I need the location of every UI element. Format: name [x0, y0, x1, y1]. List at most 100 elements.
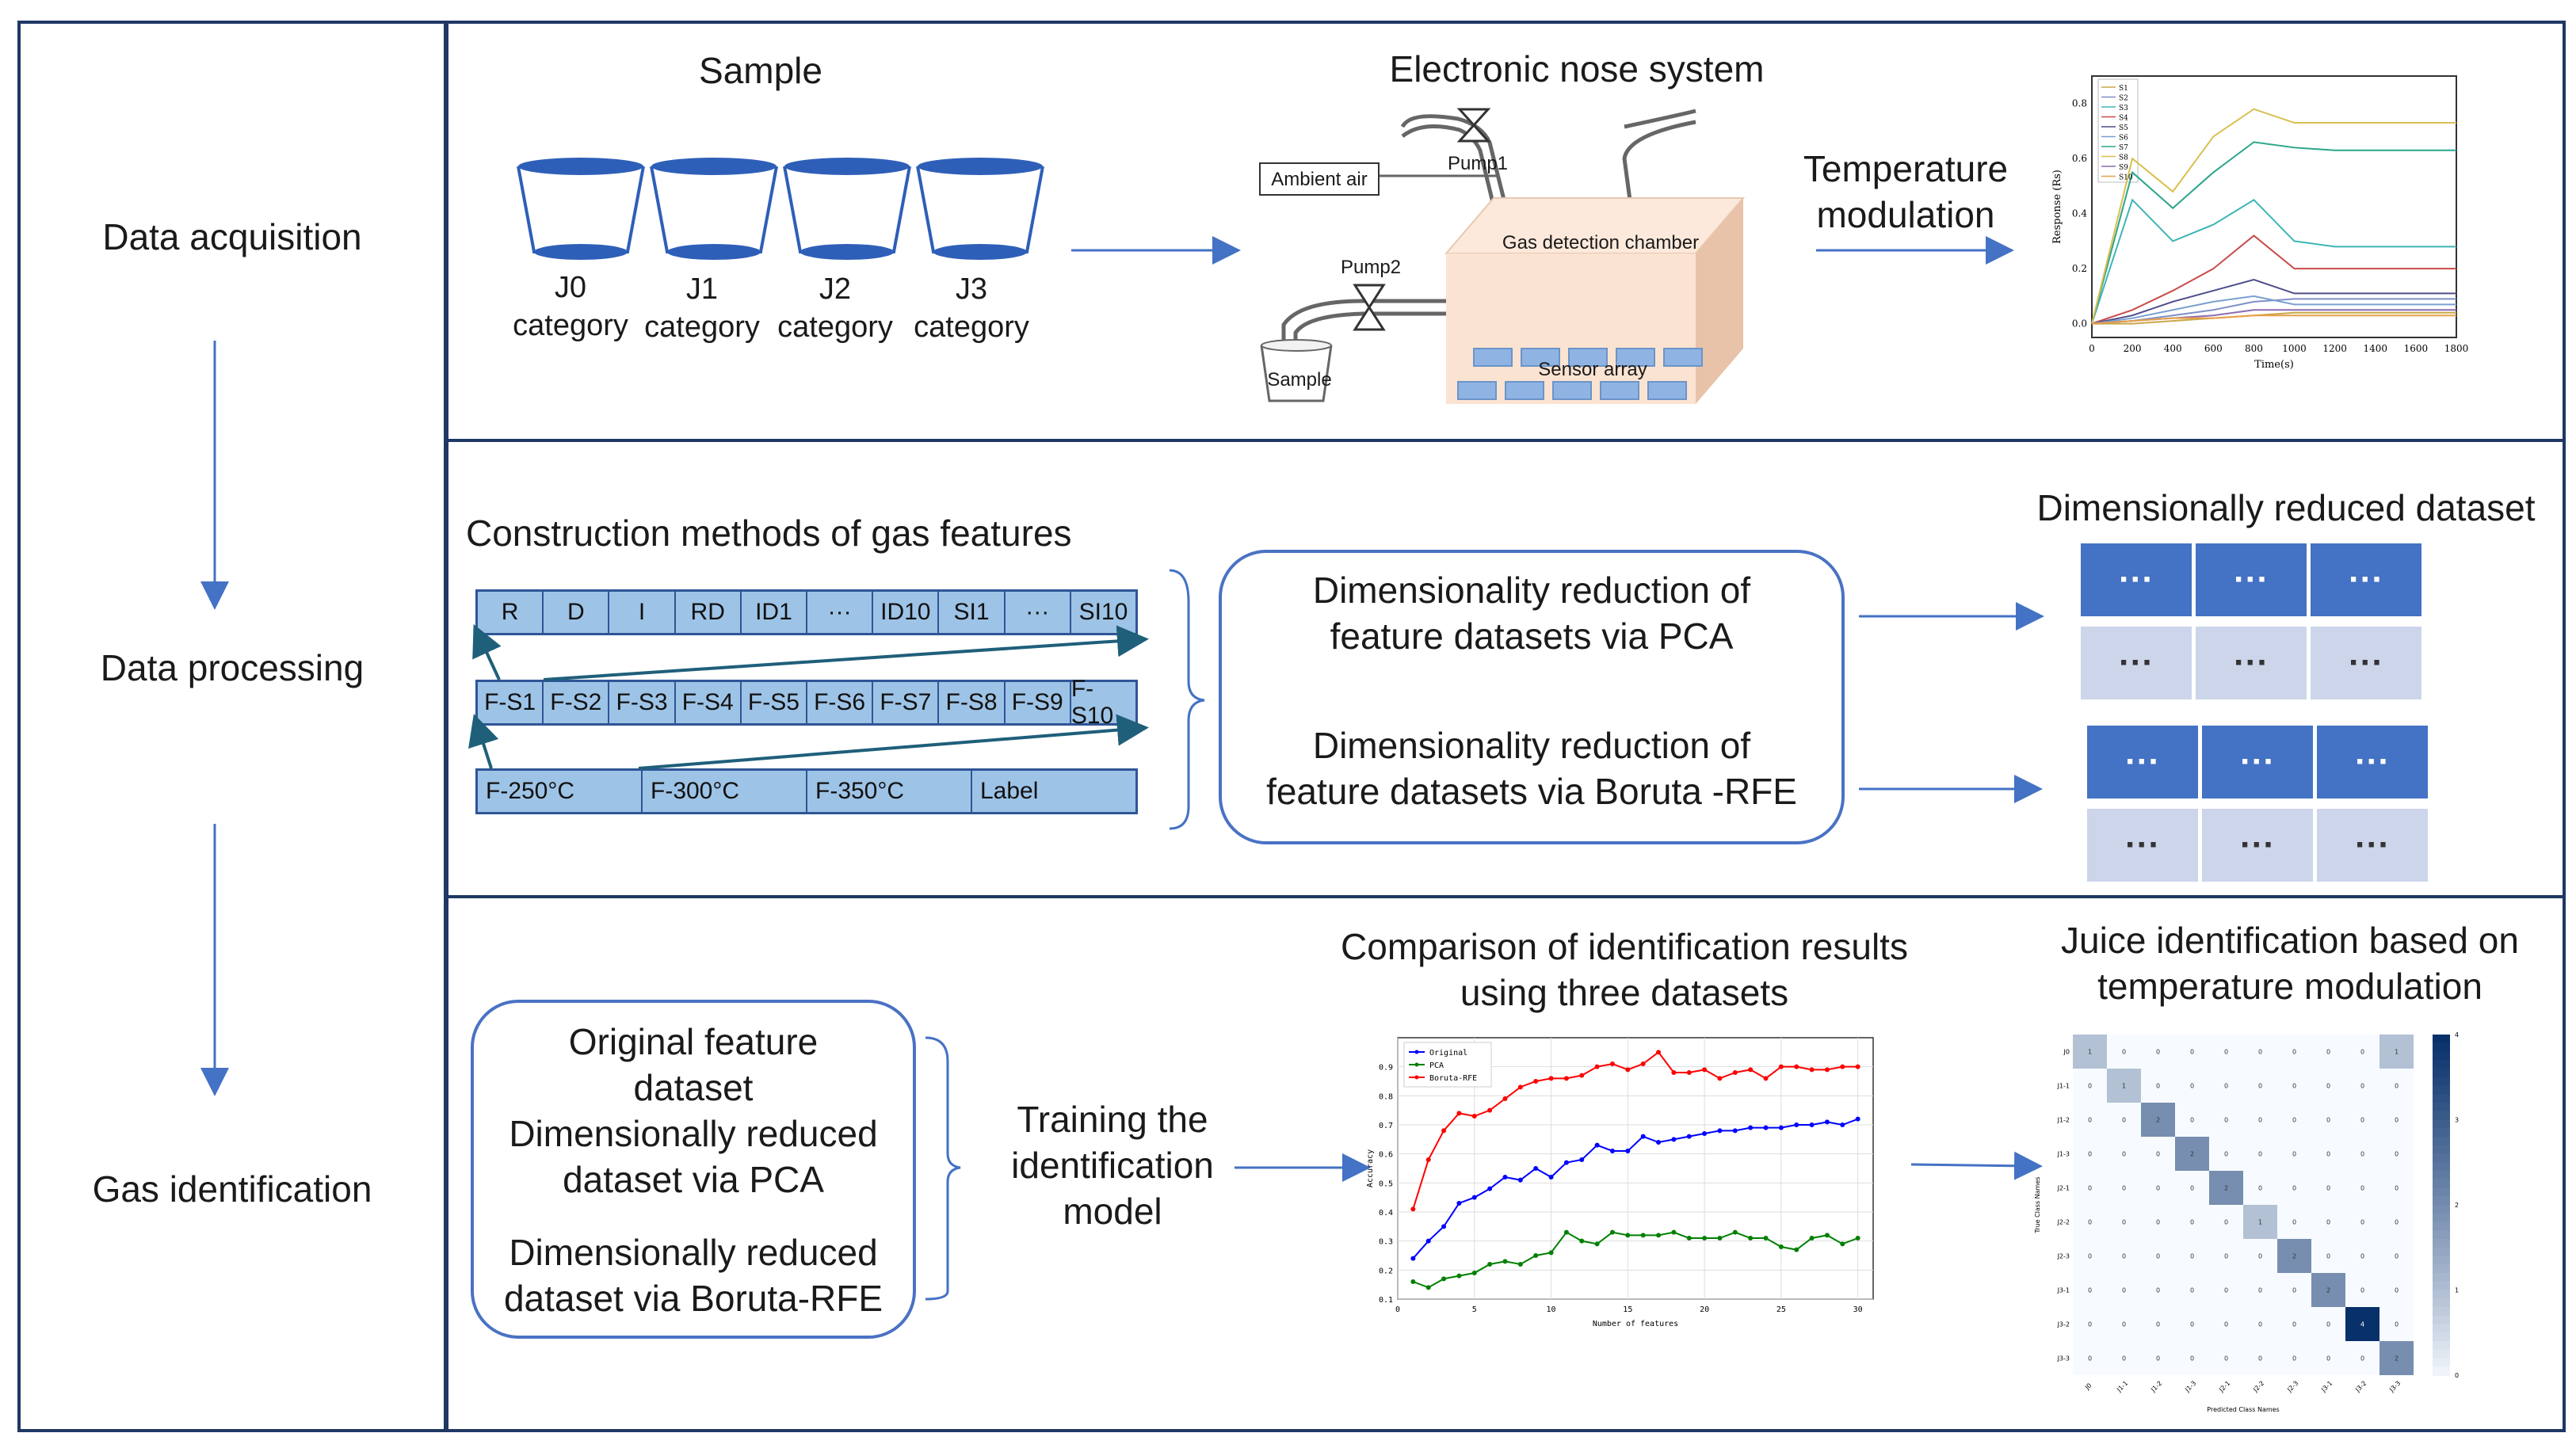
legend-label: S10 — [2119, 174, 2133, 182]
data-point — [1487, 1107, 1493, 1113]
cell-value: 0 — [2122, 1253, 2126, 1260]
feature-cell: F-300°C — [643, 771, 807, 812]
matrix-cell — [2311, 1137, 2345, 1171]
colorbar-tick: 2 — [2455, 1202, 2459, 1209]
reduced-cell: ··· — [2202, 809, 2313, 882]
legend-label: S6 — [2119, 135, 2128, 143]
dataset-original-line2: dataset — [633, 1067, 754, 1108]
colorbar-segment — [2433, 1341, 2450, 1351]
col-label: J2-2 — [2251, 1380, 2265, 1394]
cell-value: 0 — [2292, 1151, 2296, 1158]
tick-label: 20 — [1700, 1305, 1709, 1314]
col-label: J1-1 — [2115, 1380, 2129, 1394]
datasets-box — [471, 1000, 916, 1339]
feature-cell: F-S5 — [742, 682, 808, 723]
feature-row-indicators: R D I RD ID1 ··· ID10 SI1 ··· SI10 — [475, 589, 1138, 635]
cell-value: 0 — [2224, 1321, 2228, 1328]
colorbar-segment — [2433, 1290, 2450, 1300]
cell-value: 0 — [2360, 1219, 2364, 1226]
tick-label: 10 — [1547, 1305, 1556, 1314]
legend-label: S9 — [2119, 164, 2128, 172]
data-point — [1563, 1076, 1569, 1081]
matrix-cell — [2107, 1035, 2141, 1069]
data-point — [1809, 1236, 1815, 1240]
cell-value: 0 — [2190, 1321, 2194, 1328]
matrix-cell — [2107, 1307, 2141, 1341]
category-j3-label: category — [914, 311, 1029, 344]
matrix-cell — [2141, 1171, 2175, 1205]
tick-label: 0.7 — [1379, 1122, 1393, 1130]
cell-value: 2 — [2292, 1253, 2296, 1260]
cell-value: 0 — [2326, 1083, 2330, 1090]
colorbar-segment — [2433, 1247, 2450, 1257]
cell-value: 0 — [2088, 1083, 2092, 1090]
data-point — [1671, 1070, 1677, 1075]
data-point — [1471, 1195, 1477, 1200]
cell-value: 0 — [2360, 1117, 2364, 1124]
cell-value: 2 — [2156, 1117, 2160, 1124]
juice-title-line2: temperature modulation — [2097, 966, 2483, 1007]
data-point — [1410, 1279, 1416, 1284]
matrix-cell — [2175, 1205, 2209, 1239]
cell-value: 0 — [2190, 1049, 2194, 1056]
matrix-cell — [2209, 1171, 2243, 1205]
cell-value: 0 — [2360, 1287, 2364, 1294]
colorbar-segment — [2433, 1187, 2450, 1198]
training-line2: identification — [1011, 1145, 1214, 1186]
cell-value: 1 — [2258, 1219, 2262, 1226]
data-point — [1824, 1119, 1830, 1125]
legend-box — [1403, 1042, 1492, 1088]
colorbar-segment — [2433, 1239, 2450, 1248]
feature-cell: F-S1 — [478, 682, 544, 723]
cell-value: 0 — [2224, 1287, 2228, 1294]
data-point — [1840, 1064, 1845, 1069]
cell-value: 0 — [2360, 1355, 2364, 1362]
row-label: J2-3 — [2057, 1253, 2070, 1260]
matrix-cell — [2141, 1205, 2175, 1239]
colorbar-segment — [2433, 1315, 2450, 1325]
cell-value: 0 — [2326, 1219, 2330, 1226]
cell-value: 0 — [2395, 1321, 2399, 1328]
legend-label: Boruta-RFE — [1429, 1074, 1477, 1083]
colorbar-tick: 4 — [2455, 1031, 2459, 1039]
cell-value: 4 — [2360, 1321, 2364, 1328]
col-label: J3-1 — [2319, 1380, 2334, 1394]
matrix-cell — [2073, 1205, 2107, 1239]
matrix-cell — [2073, 1103, 2107, 1137]
category-j1-id: J1 — [685, 272, 719, 306]
stage-arrows — [200, 341, 229, 1096]
matrix-cell — [2379, 1103, 2414, 1137]
matrix-cell — [2209, 1137, 2243, 1171]
series-line — [1412, 1050, 1858, 1210]
cell-value: 0 — [2088, 1355, 2092, 1362]
row-label: J3-2 — [2057, 1321, 2070, 1328]
colorbar-segment — [2433, 1332, 2450, 1342]
colorbar-segment — [2433, 1298, 2450, 1308]
matrix-cell — [2073, 1239, 2107, 1273]
col-label: J2-1 — [2217, 1380, 2231, 1394]
colorbar-segment — [2433, 1145, 2450, 1155]
matrix-cell — [2243, 1035, 2277, 1069]
data-point — [1579, 1073, 1585, 1078]
series-line — [2091, 279, 2456, 325]
matrix-cell — [2277, 1069, 2311, 1103]
matrix-cell — [2277, 1171, 2311, 1205]
legend-label: Original — [1429, 1049, 1467, 1058]
y-axis-label: Accuracy — [1366, 1149, 1375, 1187]
comparison-title-line2: using three datasets — [1460, 972, 1789, 1013]
tick-label: 0.8 — [1379, 1092, 1393, 1101]
feature-cell: ··· — [807, 592, 874, 633]
cell-value: 0 — [2156, 1253, 2160, 1260]
colorbar-segment — [2433, 1205, 2450, 1214]
data-point — [1502, 1259, 1508, 1264]
cell-value: 2 — [2224, 1185, 2228, 1192]
beaker-icon — [1260, 339, 1333, 402]
colorbar-segment — [2433, 1349, 2450, 1359]
cell-value: 0 — [2326, 1185, 2330, 1192]
data-point — [1794, 1122, 1799, 1127]
valve-icon — [1456, 108, 1491, 143]
cell-value: 0 — [2156, 1355, 2160, 1362]
data-point — [1778, 1125, 1784, 1130]
matrix-cell — [2141, 1103, 2175, 1137]
